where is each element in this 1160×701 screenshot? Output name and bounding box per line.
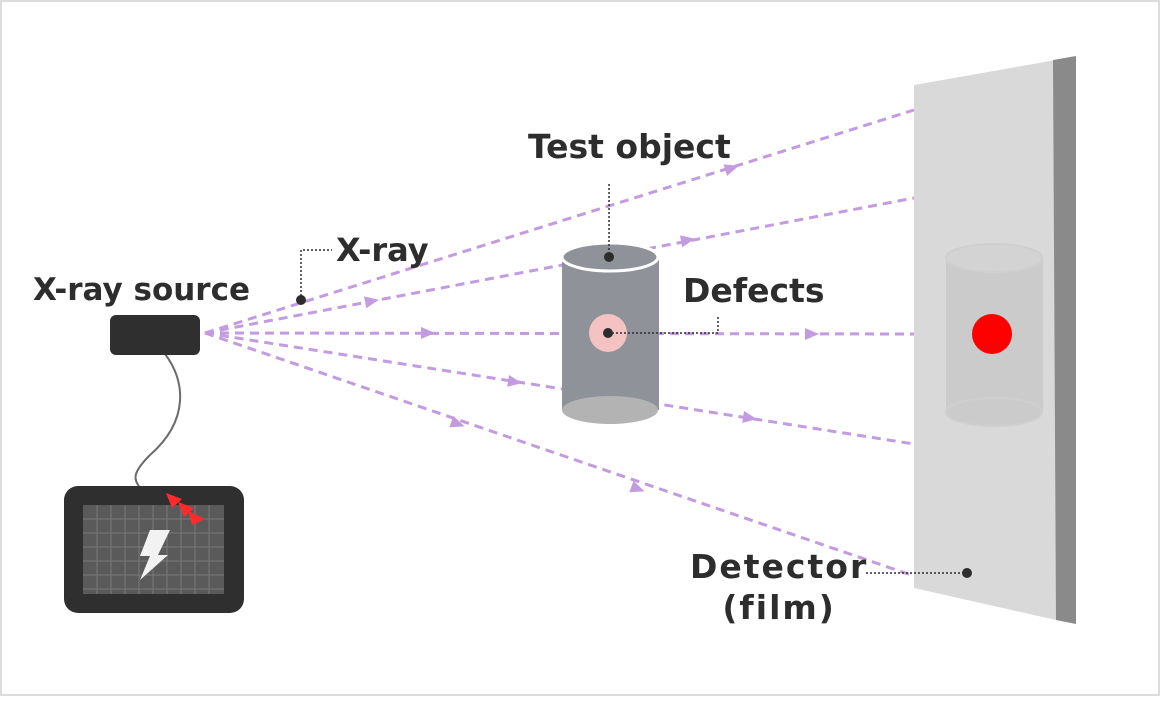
xray-leader xyxy=(300,249,332,300)
screen-grid xyxy=(83,505,224,594)
ray-arrow xyxy=(449,415,465,428)
leader-dots xyxy=(296,252,972,578)
xray-leader-dot xyxy=(296,295,306,305)
test-object-leader-dot xyxy=(604,252,614,262)
ray-arrow xyxy=(507,374,522,387)
ray-arrow xyxy=(723,164,739,176)
ray-arrow xyxy=(363,296,379,309)
defects-leader-dot xyxy=(603,328,613,338)
ray-arrow xyxy=(742,410,757,423)
defect-image-spot xyxy=(972,314,1012,354)
power-cable xyxy=(134,353,182,489)
power-supply-unit xyxy=(64,486,244,613)
ray-1 xyxy=(204,108,915,335)
xray-beams xyxy=(204,108,915,578)
leader-lines xyxy=(300,184,967,574)
red-arrows-icon xyxy=(166,493,205,525)
test-object-label: Test object xyxy=(528,127,731,166)
detector-label-line2: (film) xyxy=(722,588,836,627)
ray-arrow xyxy=(805,328,819,340)
cylinder-bottom xyxy=(562,396,658,424)
defects-leader xyxy=(608,315,719,334)
detector-label-line1: Detector xyxy=(690,547,869,586)
xray-label: X-ray xyxy=(336,231,429,269)
xray-source-body xyxy=(110,315,200,355)
detector-leader-dot xyxy=(962,568,972,578)
xray-source-label: X-ray source xyxy=(33,272,250,308)
projected-cylinder-image xyxy=(945,243,1043,427)
detector-film xyxy=(914,56,1076,624)
ray-5 xyxy=(204,331,915,578)
defects-label: Defects xyxy=(683,271,825,310)
ray-arrow xyxy=(679,235,695,248)
ray-arrow xyxy=(629,480,645,493)
detector-label: Detector (film) xyxy=(690,550,868,624)
lightning-bolt-icon xyxy=(140,530,170,580)
ray-arrowheads xyxy=(363,164,819,493)
ray-3 xyxy=(204,331,915,336)
xray-source-device xyxy=(110,315,200,489)
ray-2 xyxy=(204,196,915,335)
detector-edge xyxy=(1053,56,1076,624)
ray-arrow xyxy=(421,327,435,339)
